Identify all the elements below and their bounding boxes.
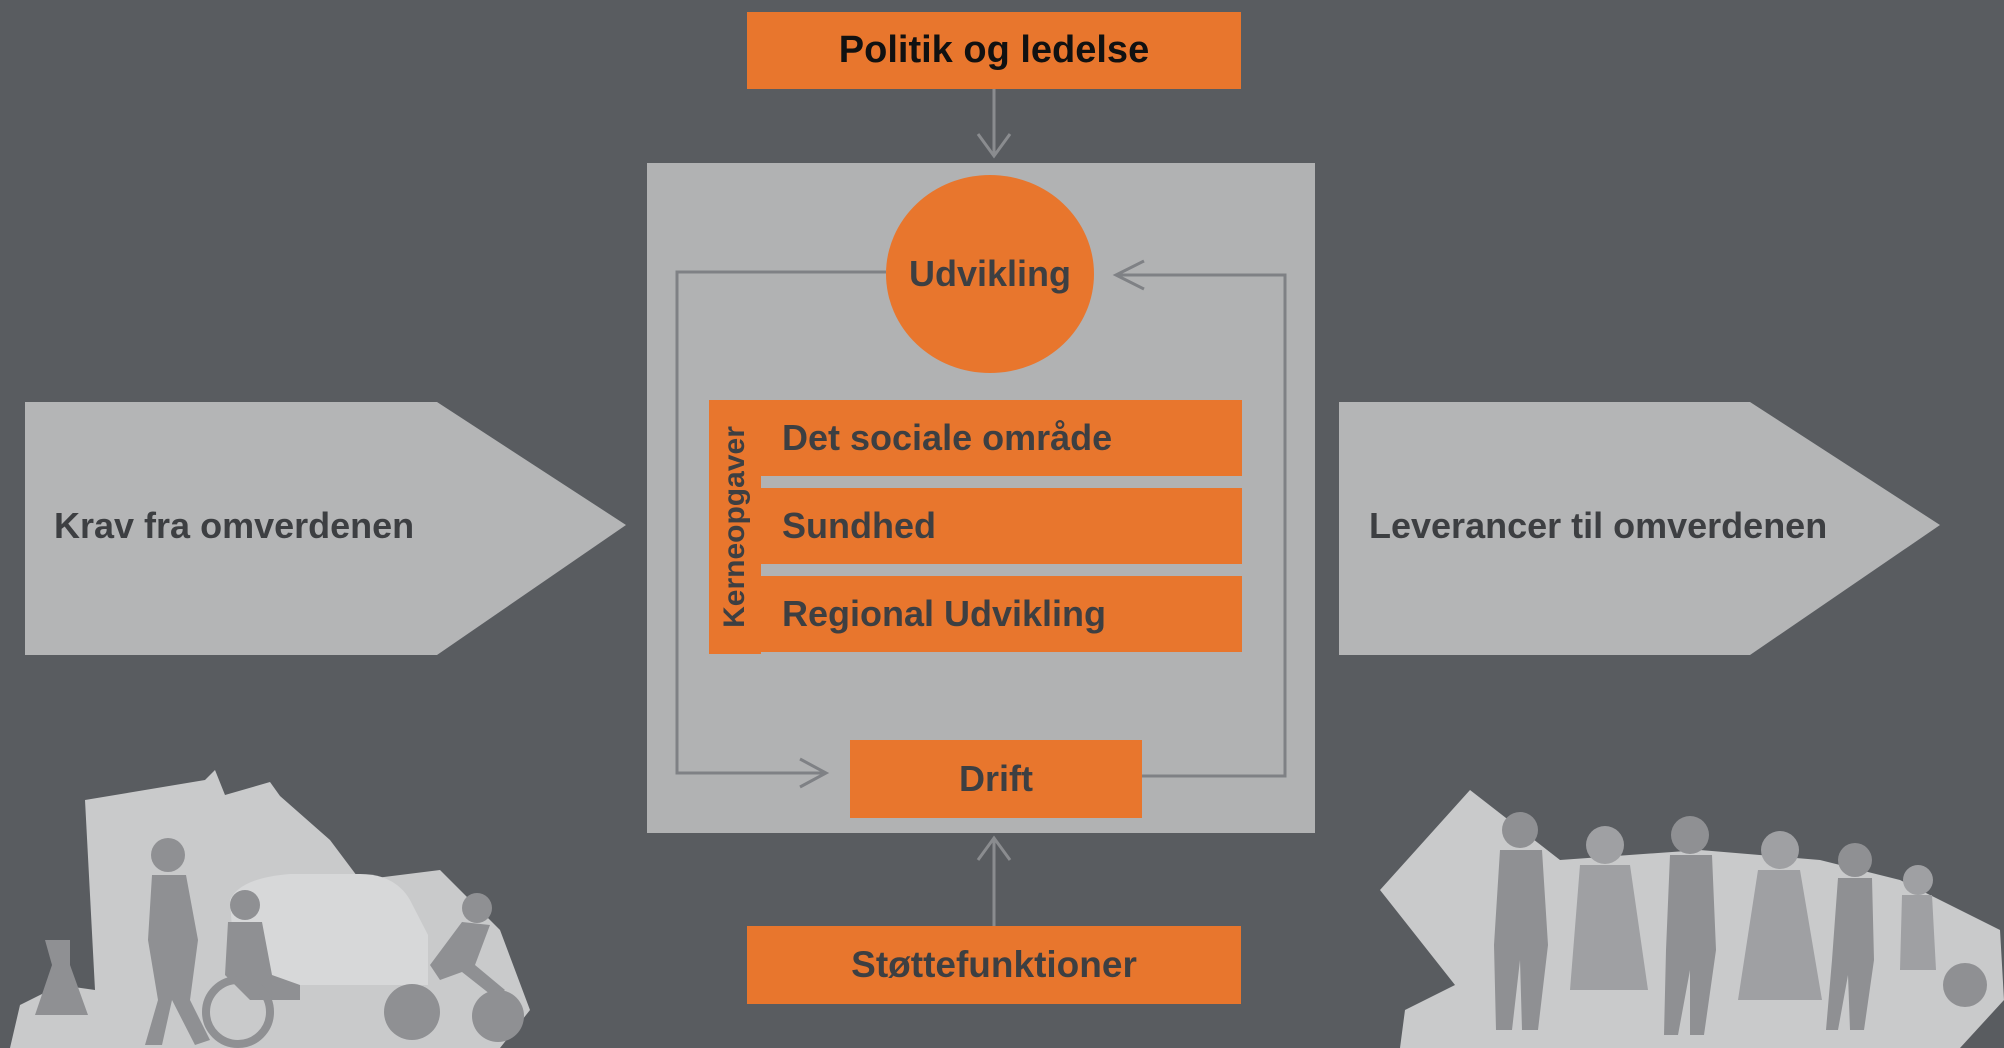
- krav-fra-omverdenen-label: Krav fra omverdenen: [54, 505, 415, 546]
- kerne-item-label: Det sociale område: [782, 417, 1113, 458]
- udvikling-circle: Udvikling: [886, 175, 1094, 373]
- kerneopgaver-group: Det sociale område Sundhed Regional Udvi…: [709, 400, 1242, 654]
- stottefunktioner-label: Støttefunktioner: [851, 944, 1137, 985]
- kerne-item-sundhed: Sundhed: [709, 488, 1242, 564]
- left-people-silhouette: [10, 770, 530, 1048]
- left-input-arrow: [25, 402, 626, 655]
- kerne-item-det-sociale-omraade: Det sociale område: [709, 400, 1242, 476]
- bottom-connector-arrow: [976, 835, 1012, 926]
- leverancer-til-omverdenen-label: Leverancer til omverdenen: [1369, 505, 1828, 546]
- right-output-arrow: [1339, 402, 1940, 655]
- right-people-silhouette: [1380, 790, 2004, 1048]
- kerne-item-regional-udvikling: Regional Udvikling: [709, 576, 1242, 652]
- politik-og-ledelse-box: Politik og ledelse: [747, 12, 1241, 89]
- drift-label: Drift: [959, 758, 1033, 799]
- kerne-item-label: Regional Udvikling: [782, 593, 1107, 634]
- kerneopgaver-side-bar: Kerneopgaver: [709, 400, 761, 654]
- loop-right-arrowhead: [1112, 259, 1145, 291]
- stottefunktioner-box: Støttefunktioner: [747, 926, 1241, 1004]
- politik-og-ledelse-label: Politik og ledelse: [838, 29, 1150, 71]
- drift-box: Drift: [850, 740, 1142, 818]
- top-connector-arrow: [976, 89, 1012, 159]
- udvikling-label: Udvikling: [908, 253, 1072, 294]
- loop-left-line: [675, 270, 886, 775]
- loop-right-line: [1116, 273, 1287, 778]
- kerne-item-label: Sundhed: [782, 505, 936, 546]
- loop-left-arrowhead: [799, 757, 830, 789]
